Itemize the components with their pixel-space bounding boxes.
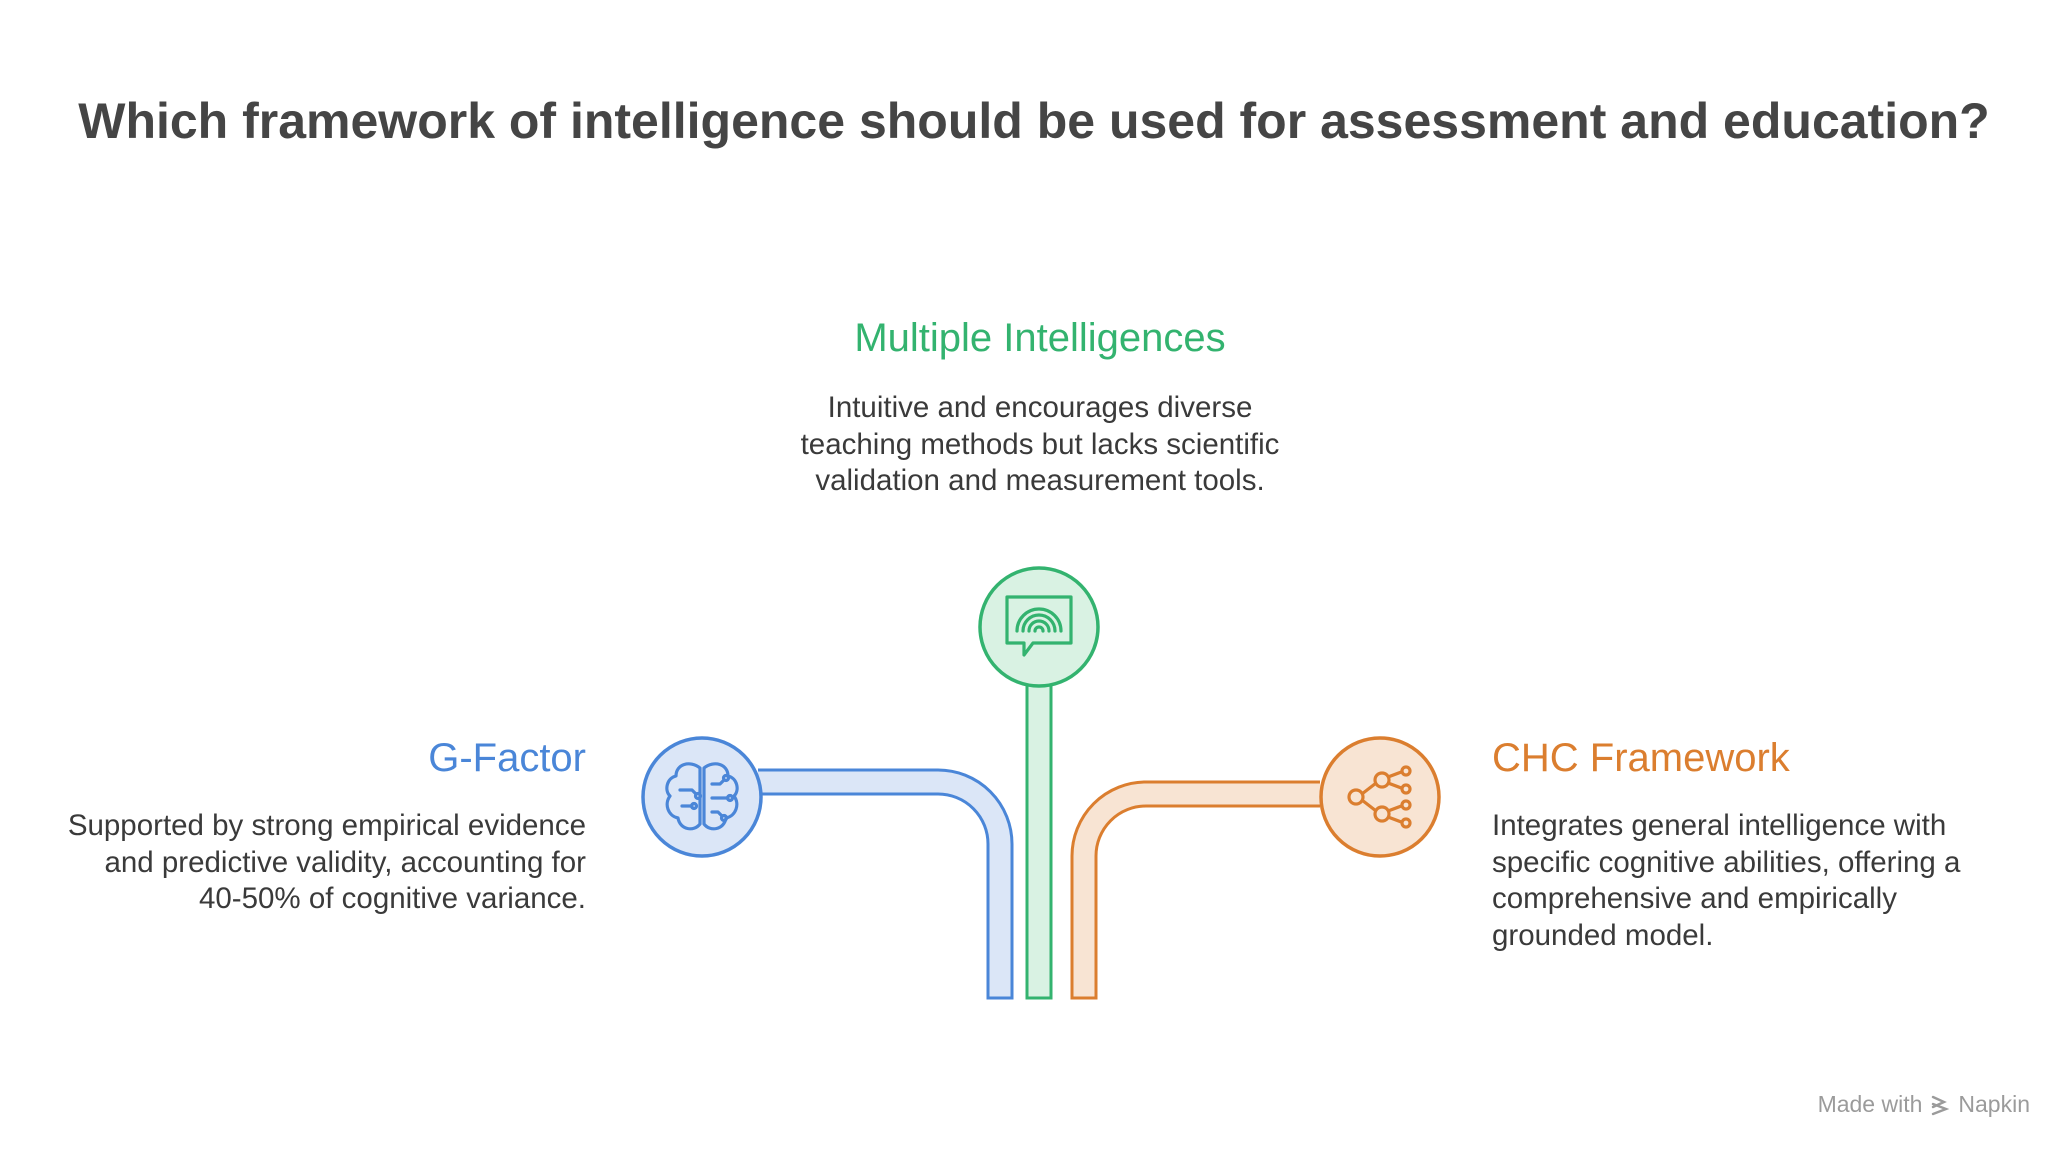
page-title: Which framework of intelligence should b… <box>78 93 1990 149</box>
share-network-icon <box>1319 736 1441 858</box>
napkin-logo-icon <box>1932 1095 1950 1115</box>
watermark-made-with: Made with <box>1817 1091 1923 1117</box>
speech-bubble-rainbow-icon <box>978 566 1100 688</box>
g-factor-connector <box>758 768 1014 998</box>
chc-connector <box>1070 780 1320 998</box>
made-with-napkin-watermark[interactable]: Made with Napkin <box>1818 1091 2030 1118</box>
watermark-brand: Napkin <box>1958 1091 2030 1117</box>
g-factor-description: Supported by strong empirical evidence a… <box>67 809 586 915</box>
multiple-intelligences-description: Intuitive and encourages diverse teachin… <box>800 391 1280 497</box>
g-factor-heading: G-Factor <box>428 736 586 780</box>
multiple-intelligences-heading: Multiple Intelligences <box>854 316 1226 360</box>
brain-circuit-icon <box>641 736 763 858</box>
chc-framework-description: Integrates general intelligence with spe… <box>1492 809 1961 952</box>
chc-framework-heading: CHC Framework <box>1492 736 1790 780</box>
